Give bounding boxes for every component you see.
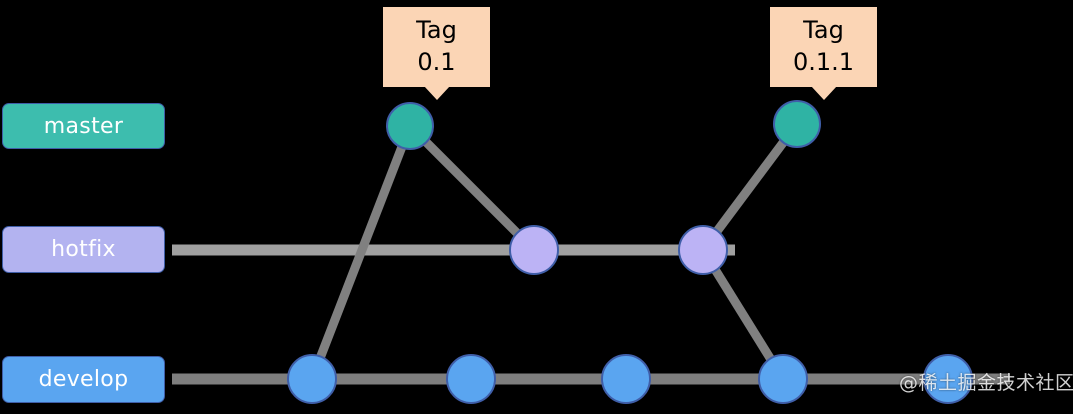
tag-label: Tag — [416, 16, 457, 44]
connector-d1-to-m1 — [307, 124, 415, 381]
tag-version: 0.1.1 — [792, 47, 855, 76]
tag-pointer-icon — [810, 86, 837, 100]
branch-label-hotfix[interactable]: hotfix — [2, 226, 165, 273]
branch-label-text: develop — [38, 367, 129, 392]
tag-box-tag-0-1[interactable]: Tag 0.1 — [383, 7, 490, 100]
tag-pointer-icon — [423, 86, 450, 100]
commit-node-develop-d3[interactable] — [601, 354, 651, 404]
branch-label-master[interactable]: master — [2, 103, 165, 149]
commit-node-hotfix-h1[interactable] — [509, 225, 559, 275]
commit-node-master-m1[interactable] — [386, 102, 434, 150]
commit-node-master-m2[interactable] — [773, 100, 821, 148]
branch-label-develop[interactable]: develop — [2, 356, 165, 403]
commit-node-develop-d1[interactable] — [287, 354, 337, 404]
commit-node-develop-d2[interactable] — [446, 354, 496, 404]
connector-h2-to-m2 — [699, 121, 801, 253]
tag-version: 0.1 — [417, 47, 456, 76]
watermark: @稀土掘金技术社区 — [899, 372, 1073, 394]
tag-box-tag-0-1-1[interactable]: Tag 0.1.1 — [770, 7, 877, 100]
tag-label: Tag — [803, 16, 844, 44]
connector-m1-to-h1 — [406, 122, 538, 254]
commit-node-hotfix-h2[interactable] — [678, 225, 728, 275]
commit-node-develop-d4[interactable] — [758, 354, 808, 404]
branch-label-text: hotfix — [51, 237, 116, 262]
branch-label-text: master — [43, 113, 124, 139]
commit-node-develop-d5[interactable] — [923, 354, 973, 404]
